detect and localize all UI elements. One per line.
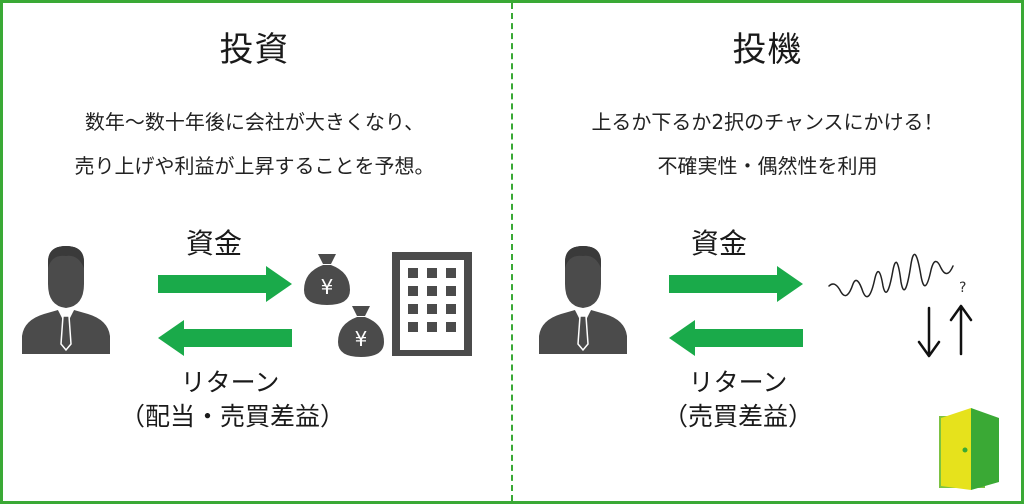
investment-funds-label: 資金	[186, 227, 243, 260]
speculation-funds-label: 資金	[691, 227, 748, 260]
up-down-arrows-icon	[917, 304, 973, 358]
speculation-return-arrow	[669, 320, 803, 356]
question-mark: ?	[959, 280, 967, 296]
investment-desc-line-1: 数年～数十年後に会社が大きくなり、	[84, 110, 425, 134]
speculation-funds-arrow	[669, 266, 803, 302]
money-bag-icon: ¥	[338, 306, 384, 357]
speculation-desc-line-1: 上るか下るか2択のチャンスにかける！	[591, 110, 944, 134]
company-building-icon	[392, 252, 472, 356]
investment-title: 投資	[219, 30, 290, 70]
door-logo-icon	[939, 408, 999, 490]
speculation-description: 上るか下るか2択のチャンスにかける！ 不確実性・偶然性を利用	[513, 100, 1022, 188]
center-divider	[511, 3, 513, 501]
speculation-return-line-1: リターン	[688, 368, 788, 397]
investment-return-arrow	[158, 320, 292, 356]
money-bag-icon: ¥	[304, 254, 350, 305]
speculation-return-line-2: （売買差益）	[662, 402, 813, 431]
investment-return-label: リターン （配当・売買差益）	[120, 366, 346, 434]
investment-desc-line-2: 売り上げや利益が上昇することを予想。	[74, 154, 435, 178]
price-squiggle-icon	[828, 253, 954, 298]
speculation-title: 投機	[732, 30, 803, 70]
speculation-return-label: リターン （売買差益）	[633, 366, 843, 434]
investment-description: 数年～数十年後に会社が大きくなり、 売り上げや利益が上昇することを予想。	[0, 100, 509, 188]
investor-person-icon	[22, 246, 110, 354]
svg-text:¥: ¥	[355, 327, 368, 351]
speculation-panel: 投機 上るか下るか2択のチャンスにかける！ 不確実性・偶然性を利用 資金 リター…	[513, 0, 1022, 504]
svg-text:¥: ¥	[321, 275, 334, 299]
investment-panel: 投資 数年～数十年後に会社が大きくなり、 売り上げや利益が上昇することを予想。 …	[0, 0, 509, 504]
speculator-person-icon	[539, 246, 627, 354]
speculation-desc-line-2: 不確実性・偶然性を利用	[657, 154, 878, 178]
investment-return-line-2: （配当・売買差益）	[120, 402, 346, 431]
investment-funds-arrow	[158, 266, 292, 302]
investment-return-line-1: リターン	[180, 368, 280, 397]
